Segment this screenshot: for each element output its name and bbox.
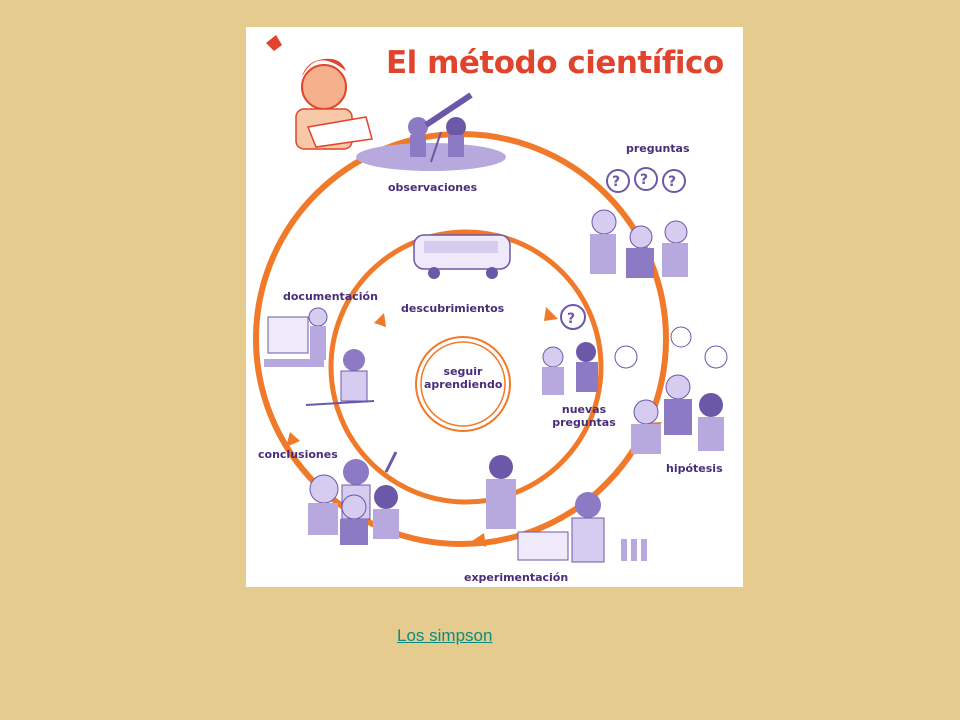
stage-label-hipotesis: hipótesis [666, 462, 723, 475]
svg-text:?: ? [640, 172, 648, 188]
new-question-kids-illustration: ? [542, 304, 598, 395]
svg-text:?: ? [668, 174, 676, 190]
poster-title: El método científico [386, 45, 724, 81]
arrowhead-icon [544, 307, 558, 321]
hypothesis-kids-illustration [614, 326, 728, 454]
svg-text:?: ? [612, 174, 620, 190]
questioning-kids-illustration: ? ? ? [590, 167, 688, 278]
stage-label-seguir-aprendiendo: seguir aprendiendo [424, 365, 503, 391]
stage-label-preguntas: preguntas [626, 142, 690, 155]
center-ring-inner [420, 341, 506, 427]
stage-label-documentacion: documentación [283, 290, 378, 303]
arrowhead-icon [286, 432, 300, 447]
stage-label-descubrimientos: descubrimientos [401, 302, 505, 315]
stage-label-conclusiones: conclusiones [258, 448, 338, 461]
experimentation-illustration [486, 455, 647, 563]
conclusions-kids-illustration [308, 451, 399, 545]
observers-telescope-illustration [356, 92, 506, 171]
discoveries-bus-illustration [413, 234, 511, 279]
svg-text:?: ? [567, 311, 575, 327]
stage-label-observaciones: observaciones [388, 181, 478, 194]
arrowhead-icon [374, 313, 386, 327]
cycle-diagram: ? ? ? ? [253, 35, 728, 563]
scientific-method-poster: ? ? ? ? [246, 27, 743, 587]
stage-label-experimentacion: experimentación [464, 571, 569, 584]
los-simpson-link[interactable]: Los simpson [397, 626, 493, 645]
center-ring-outer [415, 336, 511, 432]
documentation-illustration [264, 307, 375, 406]
scientist-reading-illustration [266, 35, 373, 150]
stage-label-nuevas-preguntas: nuevas preguntas [552, 403, 616, 429]
arrowhead-icon [472, 533, 486, 547]
inner-cycle-ring [328, 229, 604, 505]
